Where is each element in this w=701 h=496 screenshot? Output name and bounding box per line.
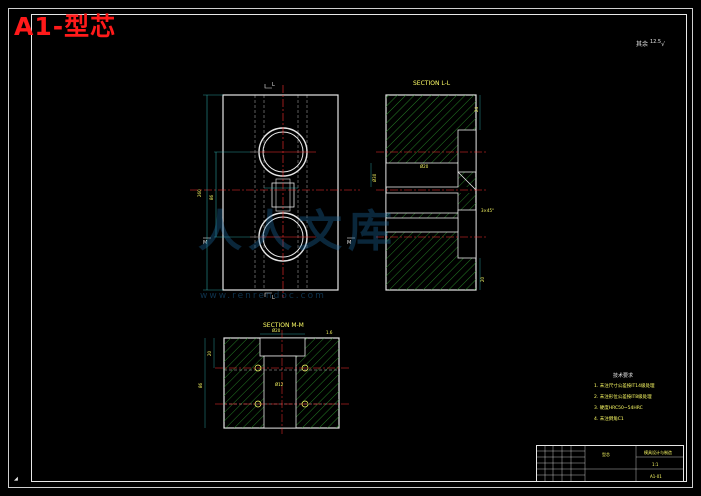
svg-text:Ø12: Ø12 [275,382,284,387]
section-ll-view: 24 20 Ø30 Ø20 3×45° [370,94,494,291]
roughness-value: 12.5 [649,39,662,45]
svg-text:86: 86 [209,194,214,200]
title-block-project: 模具设计与制造 [644,450,672,455]
section-mm-label: SECTION M-M [263,322,304,329]
drawing-border-inner [31,14,687,482]
svg-text:Ø20: Ø20 [272,328,281,333]
roughness-label: 其余 [636,41,649,48]
svg-text:24: 24 [474,106,479,112]
svg-text:◢: ◢ [14,476,18,482]
svg-text:20: 20 [480,276,485,282]
svg-text:L: L [272,82,275,88]
tech-requirement-item: 3. 硬度HRC50~54HRC [594,406,643,411]
tech-requirements-title: 技术要求 [613,373,634,379]
svg-text:人人文库: 人人文库 [198,206,398,257]
title-block-drawing-no: A1-01 [650,474,662,479]
tech-requirement-item: 4. 未注倒角C1 [594,417,624,422]
svg-text:M: M [203,240,207,246]
svg-text:86: 86 [198,382,203,388]
title-block-grid [536,445,684,482]
svg-text:20: 20 [207,350,212,356]
svg-text:Ø20: Ø20 [420,164,429,169]
tech-requirement-item: 1. 未注尺寸公差按IT14级处理 [594,384,655,389]
title-block-part-name: 型芯 [602,452,610,457]
svg-text:M: M [347,240,351,246]
front-view-outline [222,94,339,291]
watermark-logo: 人人文库 [198,206,398,257]
svg-text:Ø30: Ø30 [372,173,377,182]
svg-text:L: L [272,295,275,301]
svg-text:260: 260 [197,189,202,197]
front-view: L L M M 260 86 [190,82,360,301]
svg-text:3×45°: 3×45° [481,208,494,213]
svg-text:1.6: 1.6 [326,330,333,335]
section-ll-label: SECTION L-L [413,80,451,87]
drawing-border-outer [8,8,693,488]
section-mm-view: 86 20 Ø20 Ø12 1.6 [198,328,350,434]
title-block-scale: 1:1 [652,462,659,467]
tech-requirement-item: 2. 未注形位公差按IT8级处理 [594,395,652,400]
surface-roughness: 其余 12.5√ [636,39,665,48]
title-block [536,445,684,482]
drawing-title: A1-型芯 [14,12,117,41]
watermark-url: www.renrendoc.com [200,291,326,301]
